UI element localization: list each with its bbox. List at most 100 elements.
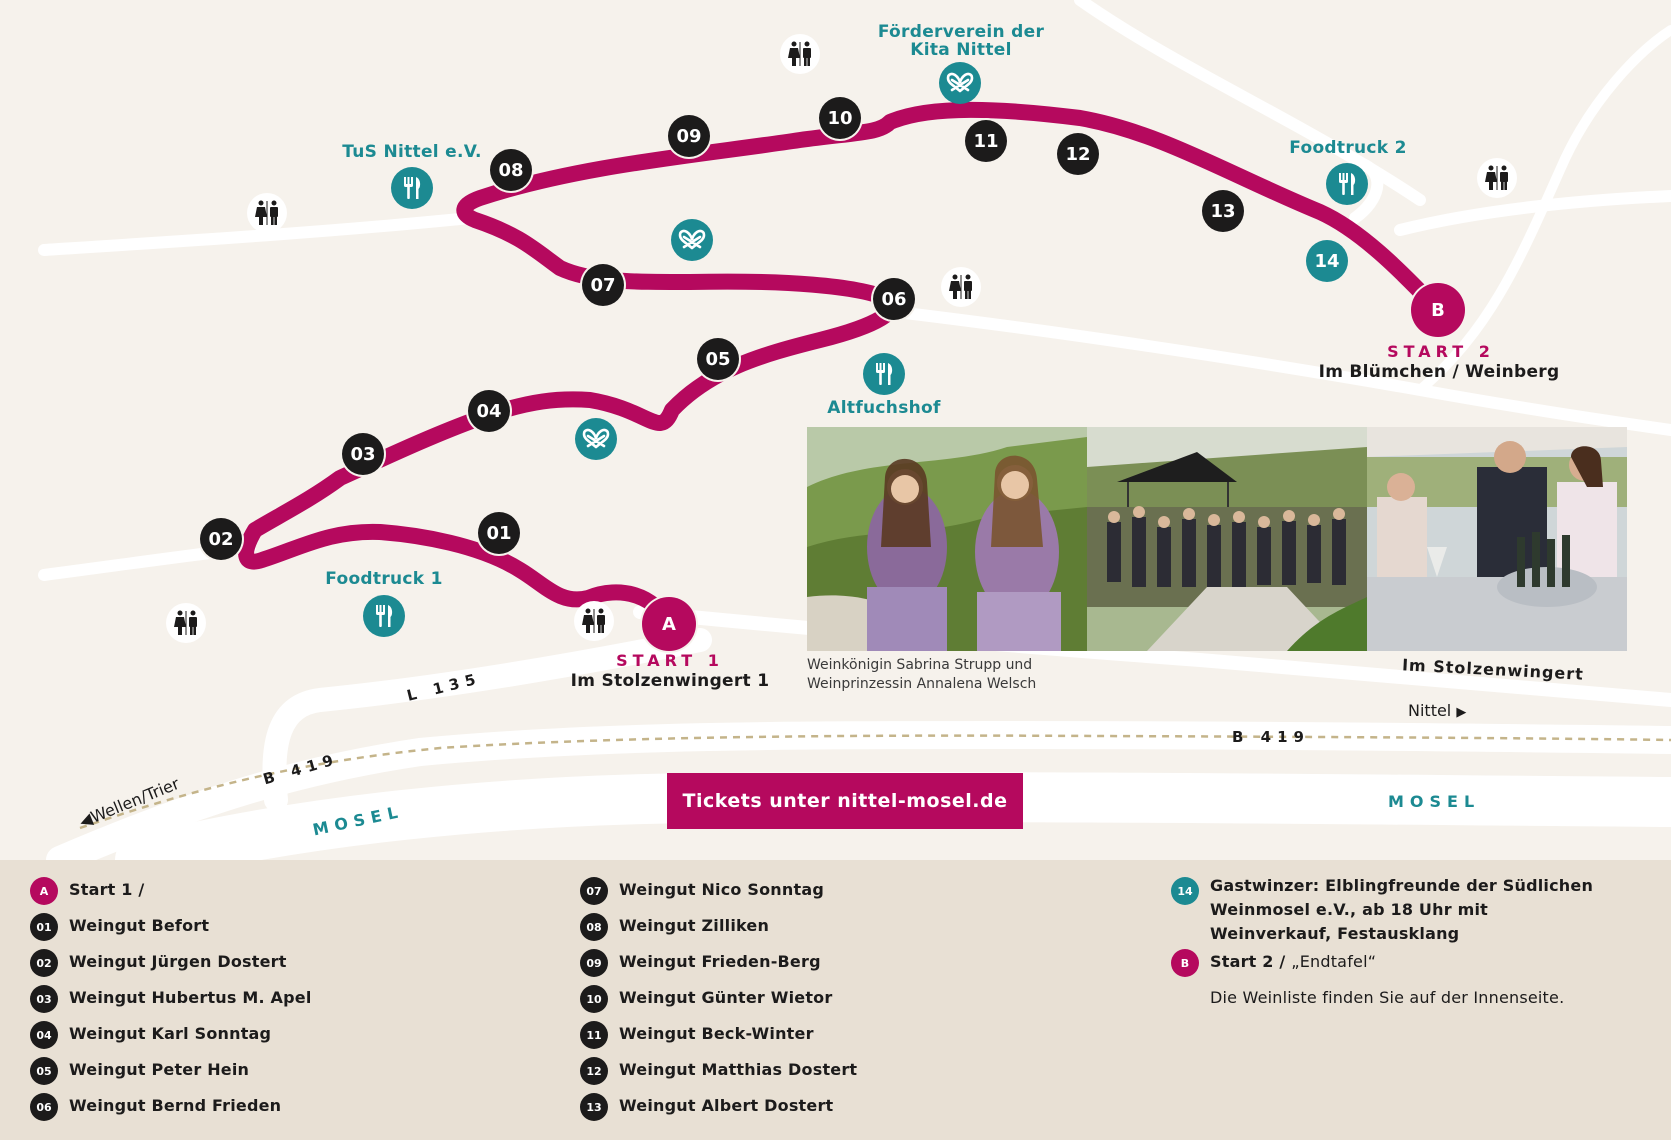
fork-knife-glyph (876, 363, 893, 385)
legend-item-04: 04 Weingut Karl Sonntag (30, 1021, 312, 1060)
legend-item-02: 02 Weingut Jürgen Dostert (30, 949, 312, 988)
route-map: 01 02 03 04 05 06 07 08 09 10 11 12 13 1… (38, 0, 1671, 860)
toilet-glyph (1485, 165, 1508, 190)
legend-badge-11: 11 (580, 1021, 608, 1049)
photo-wine-queens-image (807, 427, 1087, 651)
direction-nittel-label: Nittel (1408, 701, 1452, 720)
legend-badge-04: 04 (30, 1021, 58, 1049)
stop-12-marker[interactable]: 12 (1057, 133, 1099, 175)
legend-badge-02: 02 (30, 949, 58, 977)
pretzel-icon[interactable] (939, 62, 981, 104)
fork-knife-icon[interactable] (1326, 163, 1368, 205)
legend-badge-08: 08 (580, 913, 608, 941)
fork-knife-icon[interactable] (363, 595, 405, 637)
road-bend (1349, 159, 1384, 224)
stop-09-marker[interactable]: 09 (668, 115, 710, 157)
legend-text-10: Weingut Günter Wietor (619, 988, 833, 1007)
legend-text-09: Weingut Frieden-Berg (619, 952, 821, 971)
photo-crowd-vineyard-image (1087, 427, 1367, 651)
photo-wine-tasting-image (1367, 427, 1627, 651)
poi-label-foodtruck-1: Foodtruck 1 (325, 569, 443, 589)
photo-wine-tasting (1367, 427, 1627, 651)
fork-knife-icon[interactable] (863, 353, 905, 395)
stop-01-marker[interactable]: 01 (478, 512, 520, 554)
toilet-icon[interactable] (574, 601, 614, 641)
toilet-icon[interactable] (941, 267, 981, 307)
toilet-glyph (255, 200, 278, 225)
legend-column-3: 14 Gastwinzer: Elblingfreunde der Südlich… (1171, 876, 1641, 1007)
legend-item-09: 09 Weingut Frieden-Berg (580, 949, 857, 988)
stop-07-marker[interactable]: 07 (582, 264, 624, 306)
legend-text-02: Weingut Jürgen Dostert (69, 952, 287, 971)
start-2-address: Im Blümchen / Weinberg (1318, 362, 1560, 382)
toilet-icon[interactable] (166, 603, 206, 643)
road-middle (874, 304, 1671, 436)
start-b-marker[interactable]: B (1411, 283, 1465, 337)
legend-start-2-sub: „Endtafel“ (1291, 952, 1377, 971)
pretzel-icon[interactable] (671, 219, 713, 261)
fork-knife-glyph (376, 605, 393, 627)
photo-caption-line1: Weinkönigin Sabrina Strupp und (807, 657, 1033, 673)
road-l135 (262, 628, 712, 812)
toilet-icon[interactable] (780, 34, 820, 74)
toilet-glyph (174, 610, 197, 635)
legend-item-14: 14 Gastwinzer: Elblingfreunde der Südlich… (1171, 876, 1641, 952)
stop-11-marker[interactable]: 11 (965, 120, 1007, 162)
stop-02-marker[interactable]: 02 (200, 518, 242, 560)
start-2-title: START 2 (1387, 342, 1495, 361)
stop-10-marker[interactable]: 10 (819, 97, 861, 139)
legend-text-14: Gastwinzer: Elblingfreunde der Südlichen… (1210, 876, 1594, 943)
legend-item-12: 12 Weingut Matthias Dostert (580, 1057, 858, 1096)
pretzel-glyph (582, 428, 610, 449)
legend-badge-09: 09 (580, 949, 608, 977)
poi-label-altfuchshof: Altfuchshof (827, 398, 941, 418)
legend-badge-13: 13 (580, 1093, 608, 1121)
legend-badge-01: 01 (30, 913, 58, 941)
legend-text-07: Weingut Nico Sonntag (619, 880, 824, 899)
road-label-b419-right: B 419 (1232, 728, 1310, 746)
start-a-marker[interactable]: A (642, 597, 696, 651)
stop-05-marker[interactable]: 05 (697, 338, 739, 380)
legend-text-03: Weingut Hubertus M. Apel (69, 988, 312, 1007)
toilet-glyph (949, 274, 972, 299)
toilet-icon[interactable] (247, 193, 287, 233)
legend-badge-b: B (1171, 949, 1199, 977)
stop-03-marker[interactable]: 03 (342, 433, 384, 475)
photo-crowd-vineyard (1087, 427, 1367, 651)
stop-14-marker[interactable]: 14 (1306, 240, 1348, 282)
toilet-icon[interactable] (1477, 158, 1517, 198)
legend-text-12: Weingut Matthias Dostert (619, 1060, 858, 1079)
pretzel-icon[interactable] (575, 418, 617, 460)
fork-knife-icon[interactable] (391, 167, 433, 209)
legend-badge-07: 07 (580, 877, 608, 905)
stop-13-marker[interactable]: 13 (1202, 190, 1244, 232)
stop-06-marker[interactable]: 06 (873, 278, 915, 320)
legend-item-07: 07 Weingut Nico Sonntag (580, 877, 857, 916)
tickets-banner[interactable]: Tickets unter nittel-mosel.de (667, 773, 1023, 829)
road-right (1394, 190, 1671, 236)
legend-badge-14: 14 (1171, 877, 1199, 905)
legend-note-wine-list: Die Weinliste finden Sie auf der Innense… (1210, 988, 1565, 1007)
stop-04-marker[interactable]: 04 (468, 390, 510, 432)
photo-caption-line2: Weinprinzessin Annalena Welsch (807, 676, 1037, 692)
legend-badge-05: 05 (30, 1057, 58, 1085)
pretzel-glyph (946, 72, 974, 93)
river-label-mosel-right: MOSEL (1388, 792, 1481, 811)
stop-08-marker[interactable]: 08 (490, 149, 532, 191)
road-stolzenwingert (633, 605, 1671, 707)
legend-badge-12: 12 (580, 1057, 608, 1085)
legend-text-04: Weingut Karl Sonntag (69, 1024, 272, 1043)
toilet-glyph (788, 41, 811, 66)
poi-label-tus-nittel: TuS Nittel e.V. (342, 142, 482, 162)
start-1-title: START 1 (616, 651, 724, 670)
